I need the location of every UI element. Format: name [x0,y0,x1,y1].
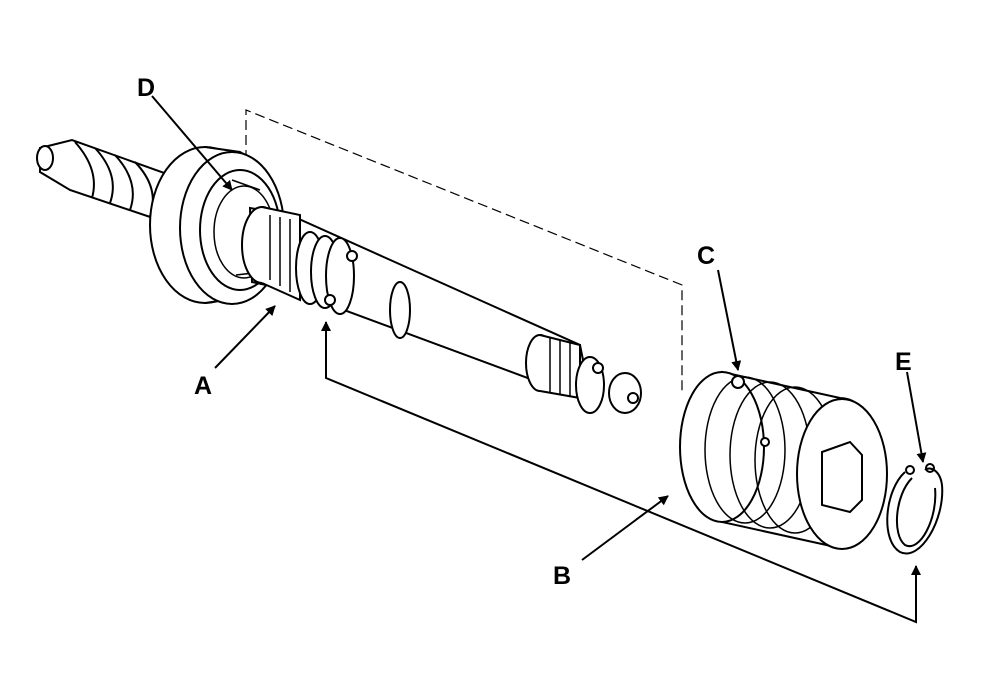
alignment-guide-line [245,109,683,392]
callout-label-c: C [697,242,716,270]
callout-label-d: D [137,74,156,102]
snap-ring [886,463,944,555]
leader-b [581,495,669,561]
callout-label-b: B [553,562,572,590]
callout-label-e: E [895,348,912,376]
leader-c [717,269,742,371]
leader-d [151,95,233,191]
leader-a [214,305,276,369]
callout-label-a: A [194,372,213,400]
leader-arrows [151,95,927,624]
pinion-shaft [241,206,642,414]
piston [679,370,888,550]
leader-e [906,371,927,463]
